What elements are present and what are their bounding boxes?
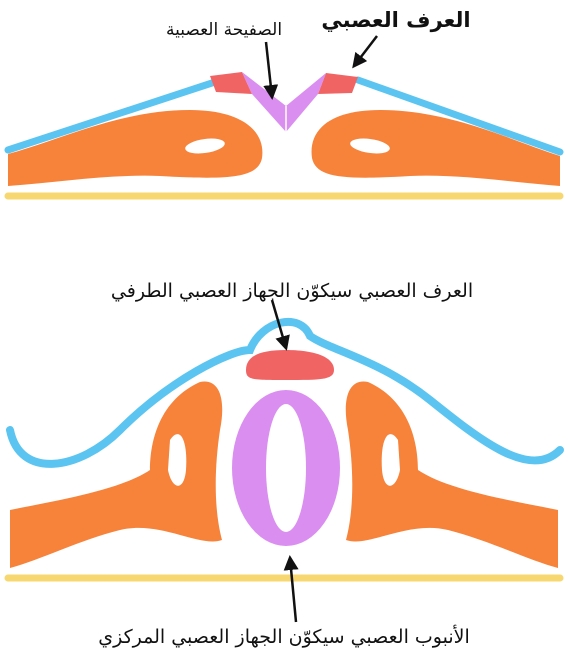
label-neural-plate: الصفيحة العصبية bbox=[166, 20, 282, 40]
arrow-neural-tube-cns bbox=[290, 558, 296, 622]
arrow-neural-plate bbox=[266, 42, 272, 97]
label-neural-tube-cns: الأنبوب العصبي سيكوّن الجهاز العصبي المر… bbox=[98, 626, 470, 648]
top-mesoderm-right bbox=[312, 110, 560, 186]
neural-plate-stage bbox=[8, 36, 560, 196]
label-neural-crest-top: العرف العصبي bbox=[321, 8, 470, 32]
bottom-mesoderm-right bbox=[346, 382, 558, 568]
bottom-mesoderm-left bbox=[10, 382, 222, 568]
top-neural-plate bbox=[242, 72, 326, 132]
label-neural-crest-pns: العرف العصبي سيكوّن الجهاز العصبي الطرفي bbox=[111, 280, 473, 302]
top-mesoderm-left bbox=[8, 110, 262, 186]
arrow-neural-crest-top bbox=[354, 36, 377, 66]
bottom-neural-crest bbox=[246, 350, 334, 380]
neural-tube-stage bbox=[8, 300, 560, 622]
